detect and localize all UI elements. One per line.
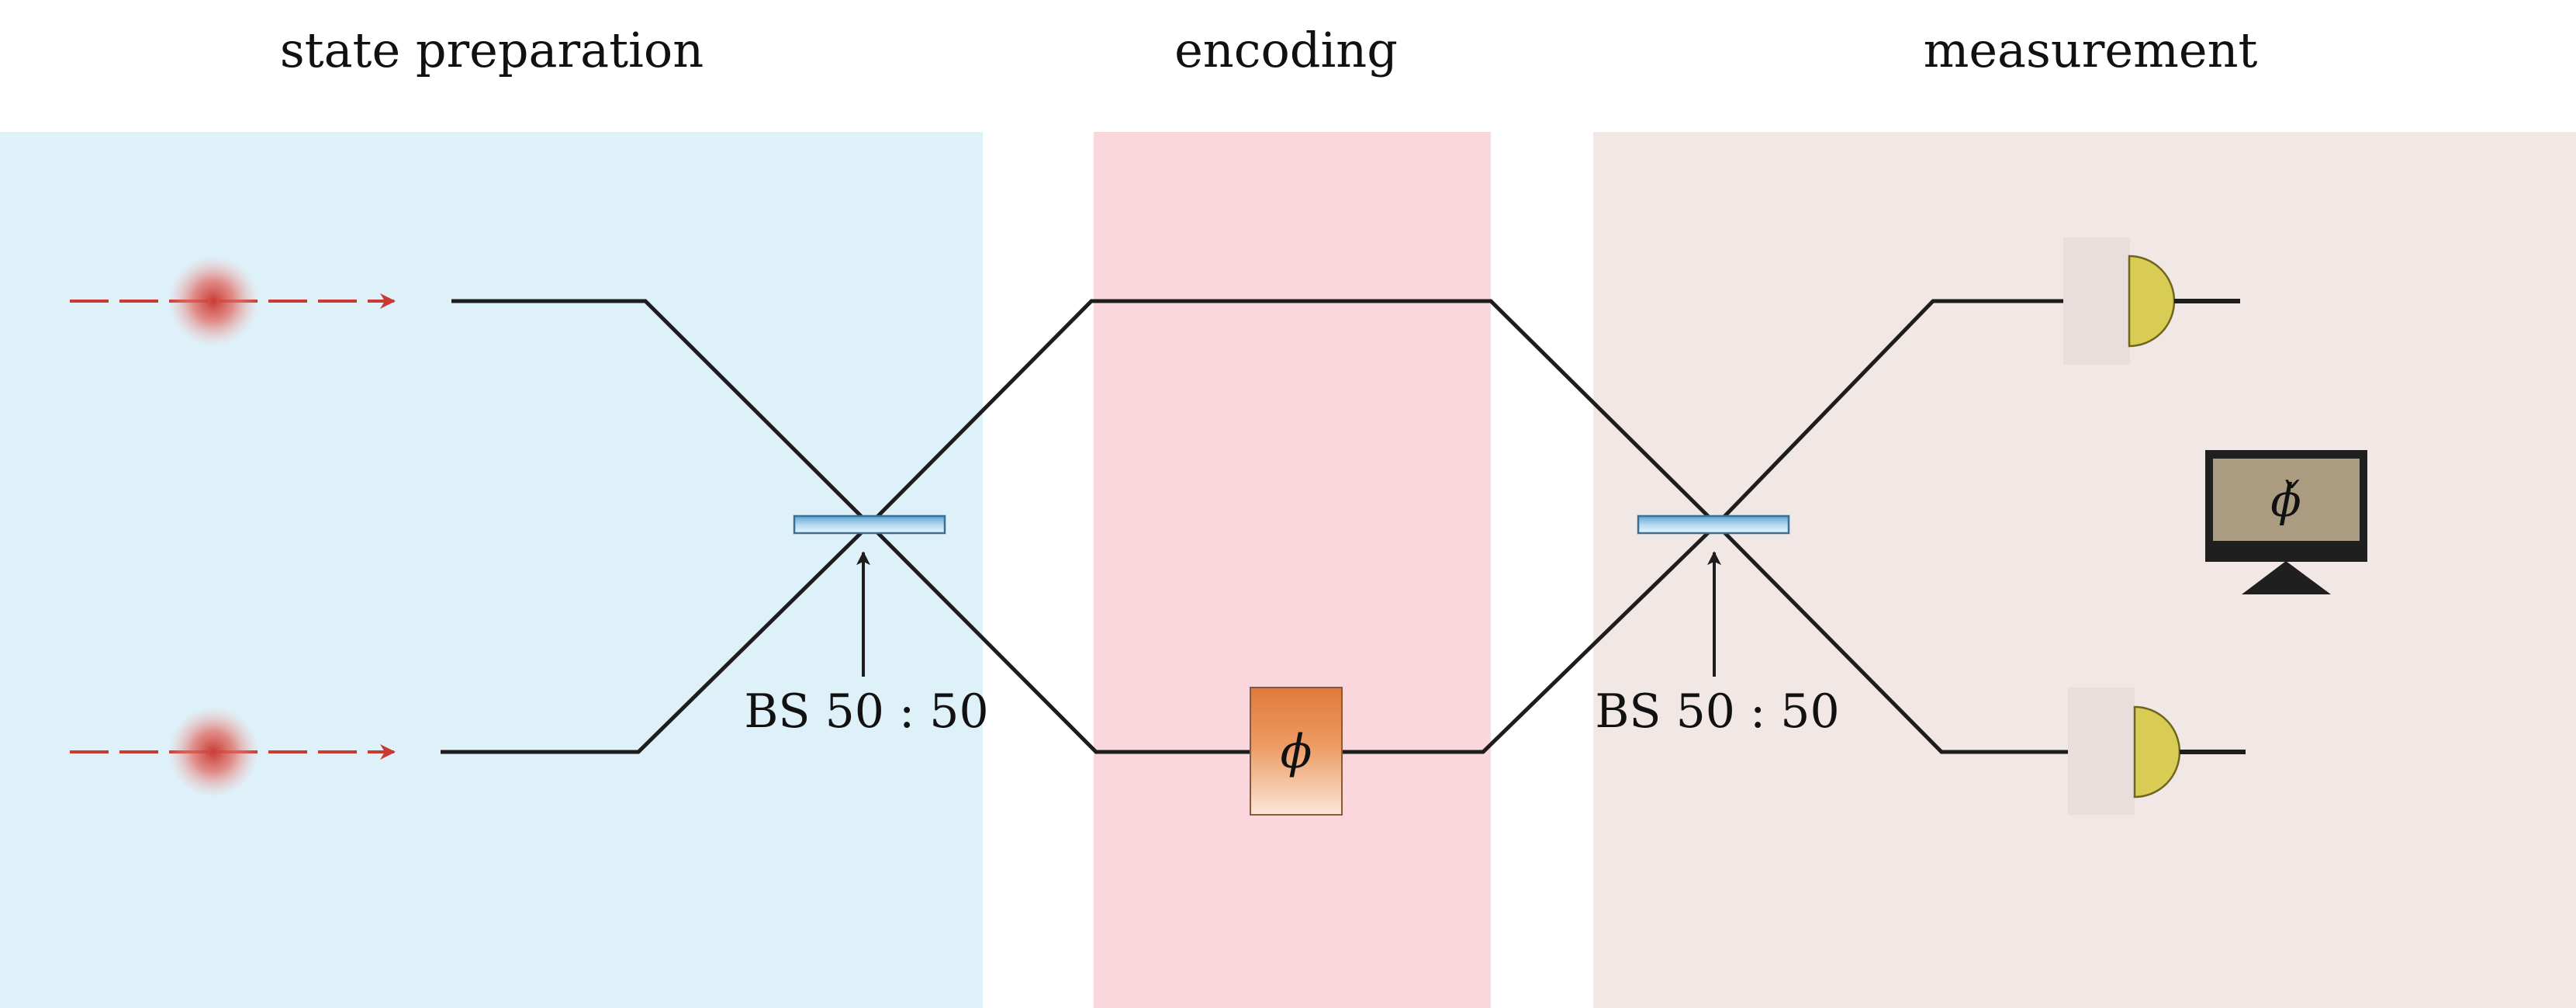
monitor-screen [2213,459,2360,541]
state-preparation-title: state preparation [280,22,704,78]
detector-top-shadow [2063,237,2130,365]
detector-top-body [2128,255,2176,348]
optical-path-upper-input [451,299,2129,528]
photon-pulse-top [168,256,258,346]
input-photon-bottom [70,707,396,797]
photon-pulse-bottom [168,707,258,797]
beam-splitter-2-plate [1637,514,1790,535]
monitor-stand [2242,561,2331,594]
beam-splitter-1-plate [793,514,946,535]
phase-estimate-symbol: ϕ̌ [2270,474,2301,527]
beam-splitter-1: BS 50 : 50 [744,514,989,739]
beam-splitter-2: BS 50 : 50 [1595,514,1840,739]
measurement-title: measurement [1924,22,2258,78]
encoding-title: encoding [1174,22,1398,78]
detector-bottom-shadow [2068,688,2135,815]
beam-splitter-1-label: BS 50 : 50 [744,684,988,739]
detector-top [2063,237,2240,365]
phase-shifter-box [1250,687,1343,816]
monitor-icon: ϕ̌ [2205,450,2367,594]
detector-bottom-body [2133,705,2181,798]
phase-symbol: ϕ [1281,725,1312,779]
beam-splitter-2-label: BS 50 : 50 [1595,684,1839,739]
detector-bottom [2068,688,2246,815]
state-preparation-panel [0,132,983,1008]
phase-shifter: ϕ [1250,687,1343,816]
input-photon-top [70,256,396,346]
encoding-panel [1094,132,1491,1008]
